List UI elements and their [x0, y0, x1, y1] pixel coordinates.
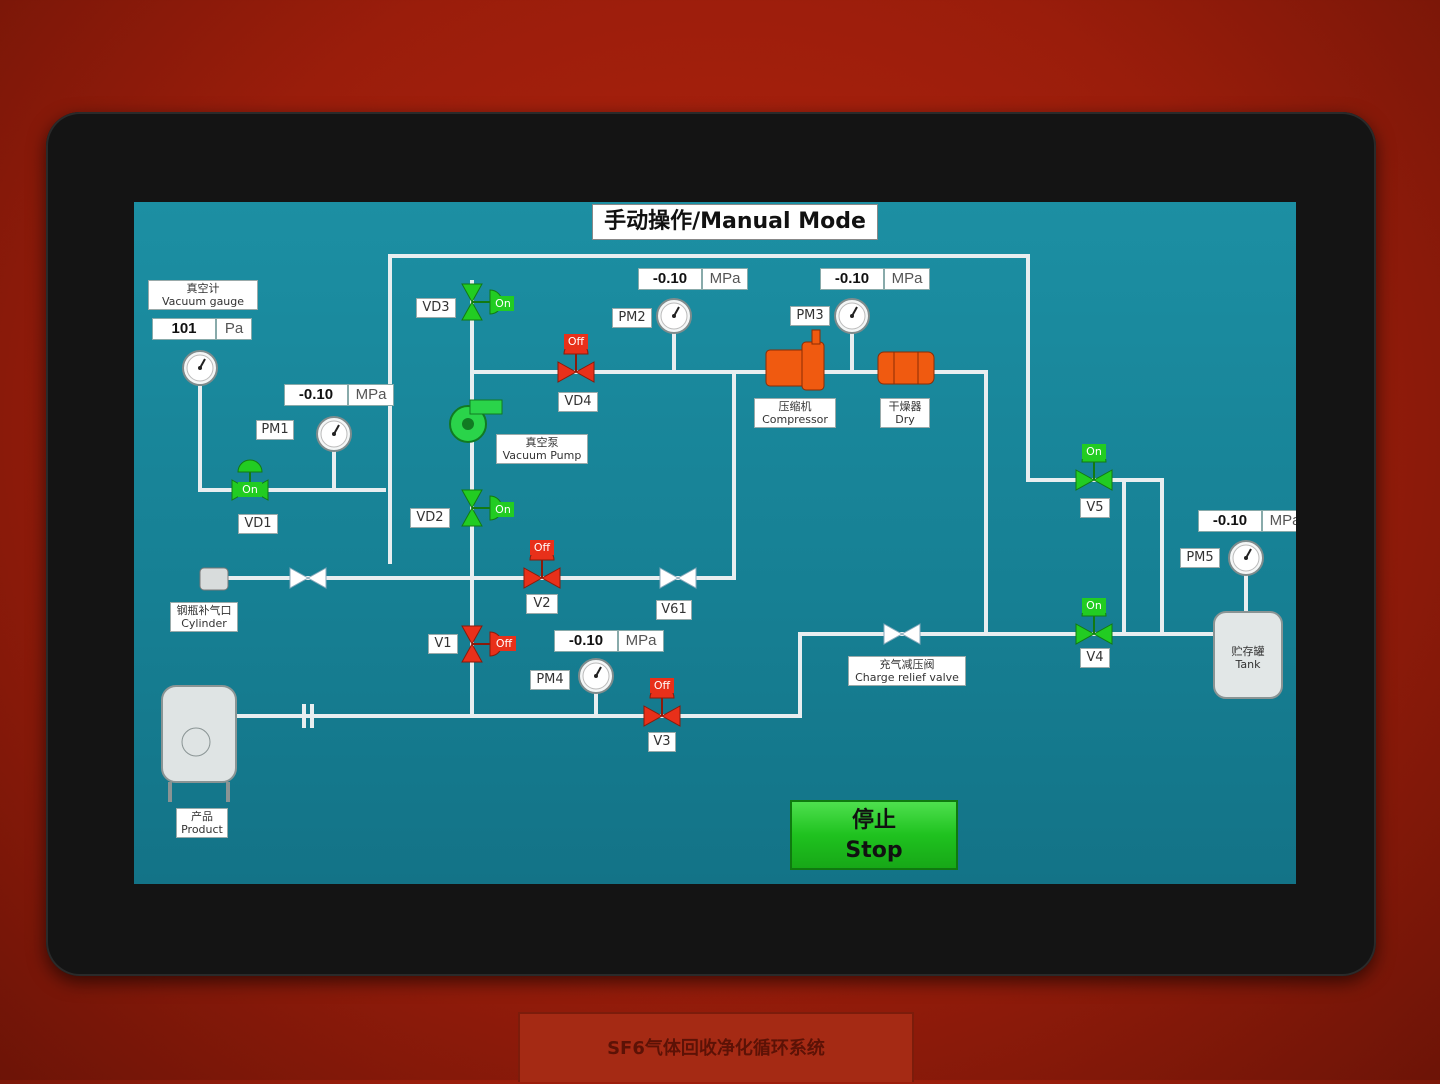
product-label[interactable]: 产品 Product — [176, 808, 228, 838]
pm2-unit: MPa — [702, 268, 748, 290]
relief-valve-label-en: Charge relief valve — [855, 671, 959, 684]
vd2-label[interactable]: VD2 — [410, 508, 450, 528]
v4-state: On — [1082, 598, 1106, 613]
stop-button-label-cn: 停止 — [851, 808, 896, 833]
vd3-state: On — [492, 296, 514, 311]
gauge-pm4-icon — [578, 658, 614, 694]
compressor-label-cn: 压缩机 — [778, 400, 812, 413]
dryer-label-en: Dry — [895, 413, 915, 426]
pipe-top-loop — [388, 254, 1164, 636]
v5-label[interactable]: V5 — [1080, 498, 1110, 518]
vacuum-gauge-readout: 101 Pa — [152, 318, 252, 340]
pm2-readout: -0.10 MPa — [638, 268, 748, 290]
v5-state: On — [1082, 444, 1106, 459]
product-label-cn: 产品 — [191, 810, 213, 823]
tank-label[interactable]: 贮存罐 Tank — [1220, 644, 1276, 672]
dryer-label[interactable]: 干燥器 Dry — [880, 398, 930, 428]
compressor-icon — [765, 329, 825, 391]
relief-valve-label[interactable]: 充气减压阀 Charge relief valve — [848, 656, 966, 686]
relief-valve-icon — [883, 623, 921, 645]
v61-label[interactable]: V61 — [656, 600, 692, 620]
cylinder-icon — [199, 567, 229, 591]
v1-state: Off — [492, 636, 516, 651]
gauge-pm3-icon — [834, 298, 870, 334]
vacuum-pump-label-en: Vacuum Pump — [502, 449, 582, 462]
gauge-pm5-icon — [1228, 540, 1264, 576]
page-title: 手动操作/Manual Mode — [592, 204, 878, 240]
dryer-icon — [877, 351, 935, 385]
vacuum-pump-icon — [449, 399, 503, 443]
pm5-value: -0.10 — [1198, 510, 1262, 532]
relief-valve-label-cn: 充气减压阀 — [879, 658, 935, 671]
v3-label[interactable]: V3 — [648, 732, 676, 752]
pm3-readout: -0.10 MPa — [820, 268, 930, 290]
vacuum-value: 101 — [152, 318, 216, 340]
gauge-pm2-icon — [656, 298, 692, 334]
vd2-state: On — [492, 502, 514, 517]
vd4-label[interactable]: VD4 — [558, 392, 598, 412]
product-tank-icon — [161, 685, 237, 802]
pm2-label: PM2 — [612, 308, 652, 328]
pm3-unit: MPa — [884, 268, 930, 290]
tank-label-cn: 贮存罐 — [1231, 645, 1265, 658]
pm1-unit: MPa — [348, 384, 394, 406]
cylinder-label-cn: 钢瓶补气口 — [176, 604, 232, 617]
valve-manual-icon — [289, 567, 327, 589]
vacuum-pump-label[interactable]: 真空泵 Vacuum Pump — [496, 434, 588, 464]
pipe-vd1 — [198, 386, 386, 492]
pm5-label: PM5 — [1180, 548, 1220, 568]
pm3-label: PM3 — [790, 306, 830, 326]
pipe-vd4-line — [470, 370, 988, 634]
v4-label[interactable]: V4 — [1080, 648, 1110, 668]
vacuum-gauge-icon — [182, 350, 218, 386]
stop-button-label-en: Stop — [845, 838, 903, 863]
vd4-state: Off — [564, 334, 588, 349]
vd1-state: On — [238, 482, 262, 497]
pm4-readout: -0.10 MPa — [554, 630, 664, 652]
pm1-label: PM1 — [256, 420, 294, 440]
vacuum-unit: Pa — [216, 318, 252, 340]
pm5-unit: MPa — [1262, 510, 1296, 532]
tank-label-en: Tank — [1235, 658, 1261, 671]
pm2-value: -0.10 — [638, 268, 702, 290]
v2-label[interactable]: V2 — [526, 594, 558, 614]
flange-icon — [302, 704, 314, 728]
cylinder-label[interactable]: 钢瓶补气口 Cylinder — [170, 602, 238, 632]
v3-state: Off — [650, 678, 674, 693]
gauge-pm1-icon — [316, 416, 352, 452]
pid-diagram — [161, 254, 1283, 802]
pm4-label: PM4 — [530, 670, 570, 690]
compressor-label-en: Compressor — [762, 413, 828, 426]
vacuum-gauge-label-cn: 真空计 — [186, 282, 220, 295]
pm4-unit: MPa — [618, 630, 664, 652]
vd1-label[interactable]: VD1 — [238, 514, 278, 534]
valve-v61-icon — [659, 567, 697, 589]
pm5-readout: -0.10 MPa — [1198, 510, 1296, 532]
vacuum-gauge-label: 真空计 Vacuum gauge — [148, 280, 258, 310]
stop-button[interactable]: 停止 Stop — [790, 800, 958, 870]
v1-label[interactable]: V1 — [428, 634, 458, 654]
product-label-en: Product — [181, 823, 223, 836]
storage-tank-icon — [1213, 611, 1283, 699]
dryer-label-cn: 干燥器 — [888, 400, 922, 413]
pm1-readout: -0.10 MPa — [284, 384, 394, 406]
pm3-value: -0.10 — [820, 268, 884, 290]
cylinder-label-en: Cylinder — [181, 617, 227, 630]
v2-state: Off — [530, 540, 554, 555]
vd3-label[interactable]: VD3 — [416, 298, 456, 318]
compressor-label[interactable]: 压缩机 Compressor — [754, 398, 836, 428]
vacuum-pump-label-cn: 真空泵 — [525, 436, 559, 449]
pm1-value: -0.10 — [284, 384, 348, 406]
pm4-value: -0.10 — [554, 630, 618, 652]
hmi-screen: 手动操作/Manual Mode 真空计 Vacuum gauge 101 Pa… — [134, 202, 1296, 884]
device-nameplate: SF6气体回收净化循环系统 — [518, 1012, 914, 1082]
vacuum-gauge-label-en: Vacuum gauge — [161, 295, 245, 308]
